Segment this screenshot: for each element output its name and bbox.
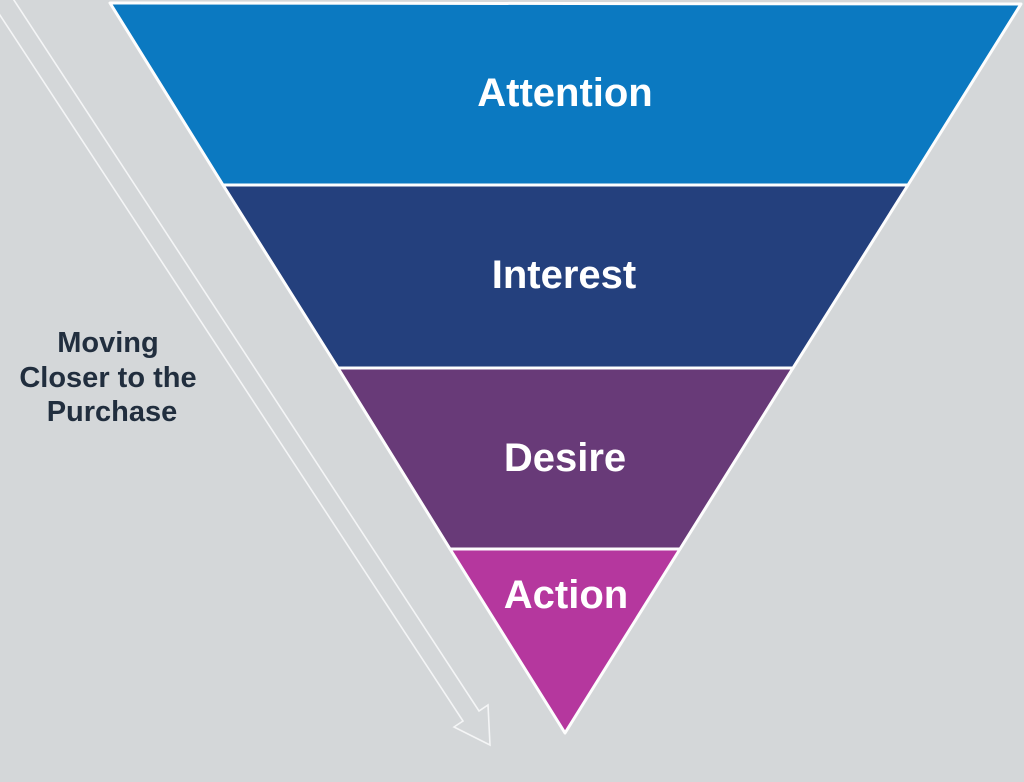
side-caption-line: Purchase — [47, 396, 178, 428]
stage-label-desire: Desire — [504, 436, 626, 480]
side-caption: Moving Closer to the Purchase — [19, 327, 204, 428]
stage-label-interest: Interest — [492, 253, 637, 297]
stage-label-attention: Attention — [477, 71, 653, 115]
down-right-arrow-icon — [0, 0, 491, 747]
funnel-stage-action — [448, 547, 682, 735]
side-caption-line: Closer to the — [19, 362, 196, 394]
stage-label-action: Action — [504, 573, 628, 617]
side-caption-line: Moving — [57, 327, 159, 359]
